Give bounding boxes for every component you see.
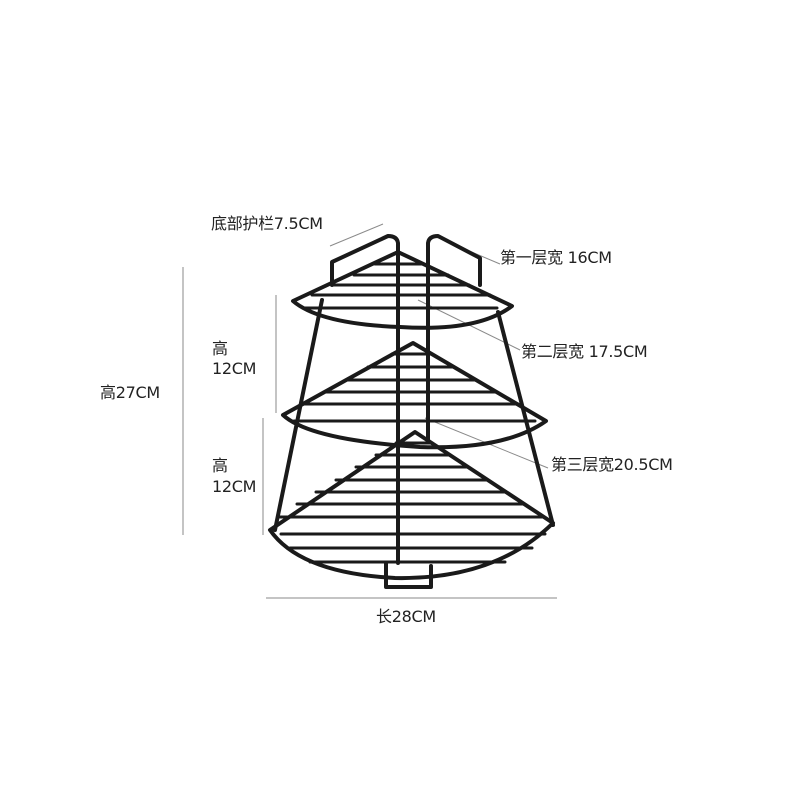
left-post [330,234,400,565]
upper-height-value: 12CM [212,359,257,378]
total-height-label: 高27CM [100,383,160,402]
guard-width-label: 底部护栏7.5CM [211,214,323,233]
upper-height-label: 高 [212,339,228,358]
tier3-width-label: 第三层宽20.5CM [551,455,673,474]
bottom-loop [384,561,433,589]
lower-height-value: 12CM [212,477,257,496]
length-label: 长28CM [376,607,436,626]
tier1-width-label: 第一层宽 16CM [500,248,612,267]
tier1-shelf [291,250,514,330]
lower-height-label: 高 [212,456,228,475]
right-post [426,234,482,442]
shelf-bars [278,262,547,564]
dimension-lines [182,223,557,599]
tier2-shelf [281,341,548,450]
left-leg [273,298,324,532]
rack-frame [268,234,555,589]
guard-line [329,223,384,247]
right-leg [496,310,555,527]
tier2-width-label: 第二层宽 17.5CM [521,342,648,361]
